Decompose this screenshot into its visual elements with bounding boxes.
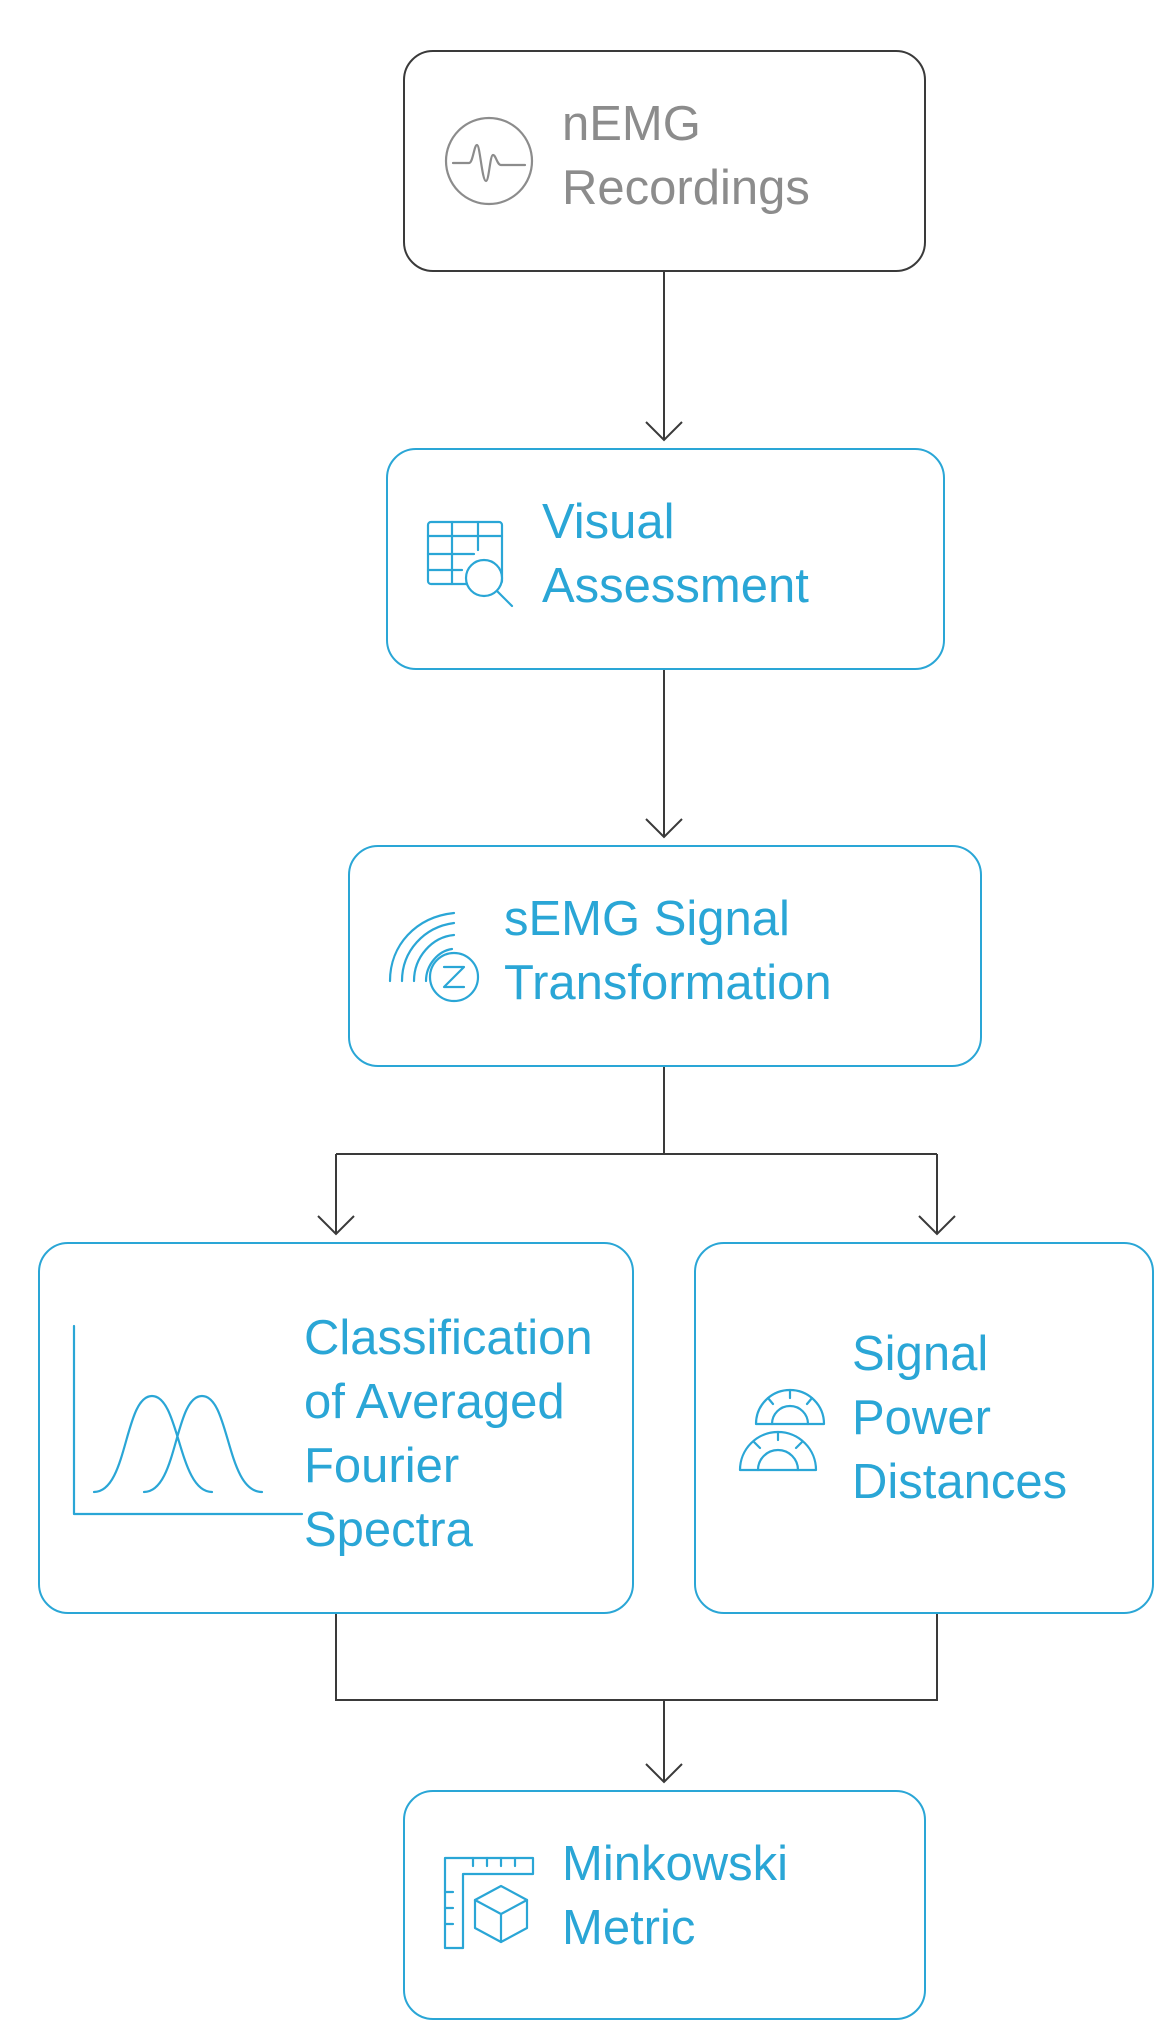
node-label-line: Minkowski	[562, 1837, 788, 1891]
node-label-line: Signal	[852, 1327, 989, 1381]
ruler-cube-icon	[443, 1856, 535, 1950]
node-classification-averaged-fourier: Classification of Averaged Fourier Spect…	[38, 1242, 634, 1614]
arrowhead-minkowski	[645, 1763, 683, 1784]
node-minkowski-metric: Minkowski Metric	[403, 1790, 926, 2020]
gaussian-curves-icon	[72, 1324, 304, 1516]
node-label-line: Spectra	[304, 1503, 473, 1557]
node-label-line: Metric	[562, 1901, 696, 1955]
node-label-line: nEMG	[562, 97, 701, 151]
signal-waves-z-icon	[388, 911, 480, 1003]
node-label-line: Distances	[852, 1455, 1068, 1509]
node-label-line: Power	[852, 1391, 991, 1445]
node-label-line: Assessment	[542, 559, 809, 613]
waveform-circle-icon	[444, 116, 534, 206]
node-label-line: Fourier	[304, 1439, 460, 1493]
node-visual-assessment: Visual Assessment	[386, 448, 945, 670]
node-label-line: sEMG Signal	[504, 892, 790, 946]
connector-semg-split	[335, 1067, 938, 1234]
arrowhead-power	[918, 1215, 956, 1236]
node-label-line: Transformation	[504, 956, 832, 1010]
node-label-line: Visual	[542, 495, 675, 549]
node-signal-power-distances: Signal Power Distances	[694, 1242, 1154, 1614]
table-magnifier-icon	[426, 520, 514, 608]
node-label-line: Classification	[304, 1311, 593, 1365]
node-label-line: Recordings	[562, 161, 810, 215]
node-label-line: of Averaged	[304, 1375, 565, 1429]
node-nemg-recordings: nEMG Recordings	[403, 50, 926, 272]
arrowhead-classification	[317, 1215, 355, 1236]
arrowhead-visual	[645, 421, 683, 442]
arrowhead-semg	[645, 818, 683, 839]
power-gauges-icon	[738, 1388, 826, 1472]
node-semg-signal-transformation: sEMG Signal Transformation	[348, 845, 982, 1067]
connector-merge-minkowski	[335, 1614, 938, 1782]
